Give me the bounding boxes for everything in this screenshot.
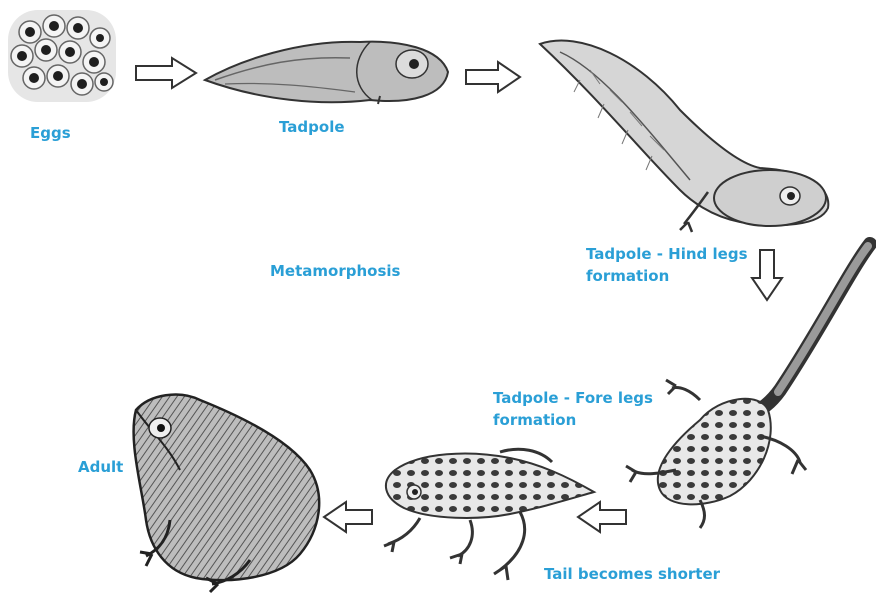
arrow-fore-legs-to-froglet <box>578 502 626 532</box>
frog-eggs-icon <box>8 10 116 102</box>
label-tail-shorter: Tail becomes shorter <box>544 563 720 585</box>
label-fore-legs: Tadpole - Fore legs formation <box>493 387 683 431</box>
arrow-eggs-to-tadpole <box>136 58 196 88</box>
arrow-tadpole-to-hind-legs <box>466 62 520 92</box>
tadpole-icon <box>205 42 448 104</box>
label-metamorphosis: Metamorphosis <box>270 260 400 282</box>
label-hind-legs: Tadpole - Hind legs formation <box>586 243 776 287</box>
label-eggs: Eggs <box>30 122 71 144</box>
tadpole-hind-legs-icon <box>540 41 828 232</box>
arrow-froglet-to-adult <box>324 502 372 532</box>
label-tadpole: Tadpole <box>279 116 345 138</box>
froglet-icon <box>384 449 594 580</box>
label-adult: Adult <box>78 456 123 478</box>
adult-frog-icon <box>134 395 320 592</box>
